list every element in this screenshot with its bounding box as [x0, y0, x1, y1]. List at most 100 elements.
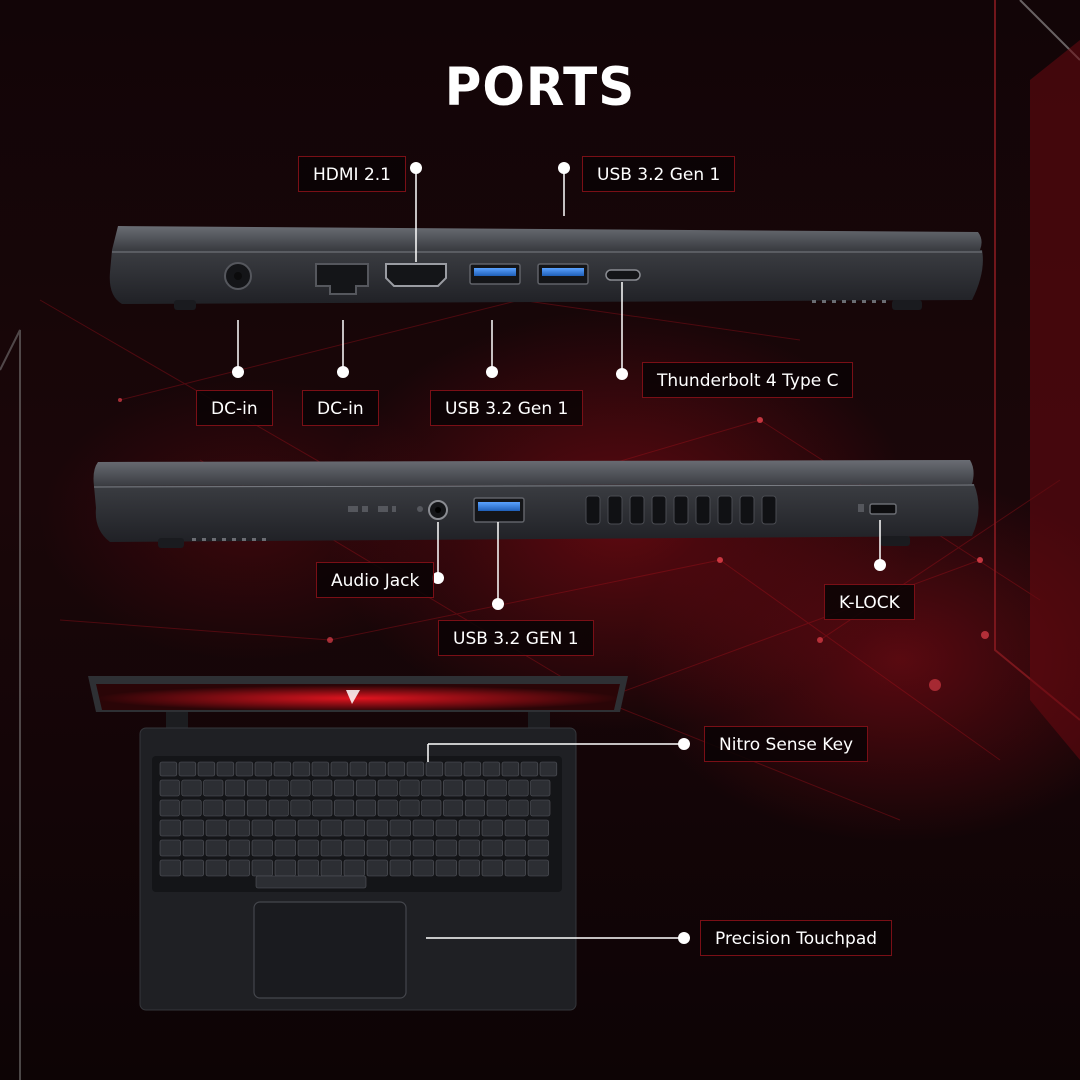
keyboard-key [159, 779, 180, 797]
keyboard-key [412, 859, 434, 877]
keyboard-key [159, 799, 180, 817]
keyboard-key [458, 819, 480, 837]
callout-dc-in-1: DC-in [196, 390, 273, 426]
keyboard-key [330, 761, 349, 777]
keyboard-key [389, 839, 411, 857]
keyboard-key [355, 799, 376, 817]
keyboard-key [527, 839, 549, 857]
keyboard-key [159, 859, 181, 877]
vent-dots-right [192, 538, 266, 541]
keyboard-key [368, 761, 387, 777]
keyboard-key [387, 761, 406, 777]
keyboard-key [406, 761, 425, 777]
callout-k-lock: K-LOCK [824, 584, 915, 620]
keyboard-key [458, 859, 480, 877]
keyboard-key [343, 839, 365, 857]
keyboard-key [159, 839, 181, 857]
vent-dots-left [812, 300, 886, 303]
keyboard-key [228, 839, 250, 857]
keyboard-key [228, 859, 250, 877]
laptop-left-side-view [109, 226, 983, 310]
keyboard-key [412, 819, 434, 837]
keyboard-key [539, 761, 558, 777]
usb-a-port-icon [537, 263, 589, 285]
keyboard-key [203, 799, 224, 817]
status-led-icons [348, 506, 423, 512]
keyboard-key [508, 779, 529, 797]
keyboard-key [181, 799, 202, 817]
keyboard-key [377, 779, 398, 797]
keyboard-key [366, 819, 388, 837]
keyboard-key [274, 819, 296, 837]
vent-grille [585, 495, 777, 525]
keyboard-key [399, 799, 420, 817]
keyboard-key [268, 799, 289, 817]
keyboard-key [205, 859, 227, 877]
callout-dc-in-2: DC-in [302, 390, 379, 426]
keyboard-key [520, 761, 539, 777]
callout-usb-right: USB 3.2 GEN 1 [438, 620, 594, 656]
keyboard-key [159, 761, 178, 777]
keyboard-key [504, 839, 526, 857]
keyboard-key [197, 761, 216, 777]
keyboard-key [251, 819, 273, 837]
callout-usb-bottom: USB 3.2 Gen 1 [430, 390, 584, 426]
keyboard-key [421, 779, 442, 797]
keyboard-key [311, 761, 330, 777]
callout-touchpad: Precision Touchpad [700, 920, 893, 956]
callout-thunderbolt: Thunderbolt 4 Type C [642, 362, 854, 398]
keyboard-key [205, 819, 227, 837]
keyboard-key [435, 839, 457, 857]
keyboard-key [349, 761, 368, 777]
keyboard-key [182, 819, 204, 837]
keyboard-key [182, 839, 204, 857]
logo-glyph-icon [346, 690, 360, 704]
keyboard-key [178, 761, 197, 777]
k-lock-slot-icon [858, 503, 897, 515]
keyboard-keys [159, 761, 558, 889]
spacebar-key [255, 875, 367, 889]
keyboard-key [435, 819, 457, 837]
keyboard-key [366, 839, 388, 857]
keyboard-key [463, 761, 482, 777]
keyboard-key [399, 779, 420, 797]
callout-nitro-sense: Nitro Sense Key [704, 726, 869, 762]
keyboard-key [389, 859, 411, 877]
keyboard-key [444, 761, 463, 777]
audio-jack-port-icon [428, 500, 448, 520]
keyboard-key [246, 779, 267, 797]
keyboard-key [481, 839, 503, 857]
keyboard-key [216, 761, 235, 777]
keyboard-key [443, 779, 464, 797]
keyboard-key [292, 761, 311, 777]
keyboard-key [464, 799, 485, 817]
keyboard-key [334, 799, 355, 817]
keyboard-key [504, 819, 526, 837]
keyboard-key [290, 799, 311, 817]
keyboard-key [389, 819, 411, 837]
keyboard-key [182, 859, 204, 877]
touchpad-surface [253, 901, 407, 999]
keyboard-key [377, 799, 398, 817]
usb-a-port-icon [469, 263, 521, 285]
keyboard-key [425, 761, 444, 777]
laptop-right-side-view [93, 460, 979, 548]
keyboard-key [527, 859, 549, 877]
keyboard-key [482, 761, 501, 777]
keyboard-key [334, 779, 355, 797]
dc-in-port-icon [224, 262, 252, 290]
keyboard-key [320, 819, 342, 837]
keyboard-key [203, 779, 224, 797]
keyboard-key [481, 819, 503, 837]
keyboard-key [159, 819, 181, 837]
keyboard-key [443, 799, 464, 817]
keyboard-key [530, 799, 551, 817]
keyboard-key [205, 839, 227, 857]
keyboard-key [481, 859, 503, 877]
callout-audio-jack: Audio Jack [316, 562, 435, 598]
keyboard-key [464, 779, 485, 797]
keyboard-key [290, 779, 311, 797]
keyboard-key [366, 859, 388, 877]
